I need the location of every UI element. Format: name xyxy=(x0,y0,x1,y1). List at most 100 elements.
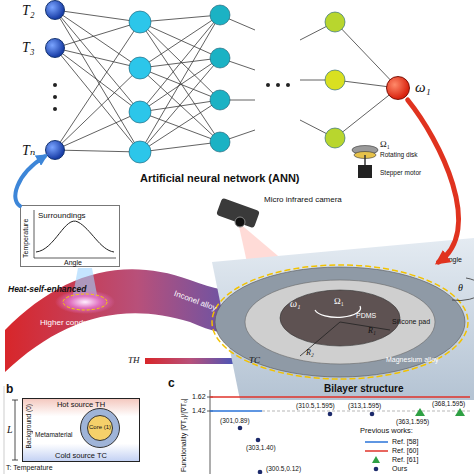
data-point xyxy=(258,470,263,474)
label-text: R₂ xyxy=(306,348,314,357)
ref61-points xyxy=(415,408,465,416)
node-text: Tₙ xyxy=(22,142,35,159)
rotation-arc xyxy=(315,306,361,317)
label-text: c xyxy=(168,376,175,390)
label-text: (301,0.89) xyxy=(220,417,250,424)
label-text: PDMS xyxy=(356,312,376,319)
label-text: ω₁ xyxy=(290,298,301,309)
data-point xyxy=(370,412,375,417)
node-text: Bilayer structure xyxy=(324,383,403,394)
disk-outline xyxy=(212,265,468,379)
neuron xyxy=(325,70,345,90)
label-text: θ xyxy=(458,282,463,293)
radius-line xyxy=(340,322,390,330)
neuron xyxy=(129,101,151,123)
node-text: Core (1) xyxy=(88,424,112,430)
label-text: TH xyxy=(128,355,140,365)
label-text: (313,1.595) xyxy=(348,402,381,409)
label-text: Ω₁ xyxy=(334,296,344,306)
label-text: (310.5,1.595) xyxy=(296,402,335,409)
temperature-bar xyxy=(145,358,245,364)
metamaterial-ring: MetamaterialCore (1) xyxy=(80,408,120,448)
bilayer-structure: Bilayer structure xyxy=(212,262,468,398)
triangle-marker xyxy=(415,408,425,416)
magnesium-base xyxy=(212,238,474,400)
legend-line-sample xyxy=(365,450,388,452)
neuron xyxy=(210,5,230,25)
ref60-line xyxy=(210,396,470,398)
guide-line xyxy=(262,411,470,412)
label-text: R₁ xyxy=(368,326,376,335)
label-text: (363,1.595) xyxy=(396,418,429,425)
neuron xyxy=(129,11,151,33)
label-text: 1.42 xyxy=(192,407,206,414)
flow-arrow xyxy=(15,156,45,206)
legend-line-sample xyxy=(365,441,388,443)
label-text: L xyxy=(7,424,13,435)
label-text: Micro infrared camera xyxy=(264,195,342,204)
input-neuron: T₃ xyxy=(45,38,65,58)
temperature-curve xyxy=(36,221,114,252)
dot xyxy=(53,107,57,111)
label-text: Higher conductivity xyxy=(40,318,108,327)
data-point xyxy=(256,438,261,443)
label-text: Artificial neural network (ANN) xyxy=(140,172,300,184)
label-text: Angle xyxy=(64,259,82,266)
background-domain: Hot source THBackground (0)Cold source T… xyxy=(22,398,140,462)
output-neuron: ω₁ xyxy=(386,76,410,100)
magnesium-disk xyxy=(215,267,465,377)
label-text: Stepper motor xyxy=(380,169,421,176)
node-text: T₃ xyxy=(22,40,35,56)
node-text: T₂ xyxy=(22,3,35,19)
triangle-marker xyxy=(455,408,465,416)
pdms-layer xyxy=(280,290,400,346)
input-neuron: Tₙ xyxy=(45,140,65,160)
inset-background xyxy=(20,205,120,267)
camera-lens xyxy=(235,217,245,227)
ref58-line xyxy=(210,410,262,412)
label-text: Rotating disk xyxy=(380,151,418,158)
y-ticks xyxy=(207,397,213,411)
heat-outline xyxy=(63,294,107,310)
length-bracket xyxy=(12,400,18,460)
neuron xyxy=(129,141,151,163)
neuron xyxy=(325,128,345,148)
surroundings-inset: Surroundings xyxy=(20,205,120,267)
flow-arrow xyxy=(408,100,459,262)
rotating-disk-icon xyxy=(352,146,378,179)
label-text: TC xyxy=(249,355,260,365)
label-text: Magnesium alloy xyxy=(386,356,439,363)
panel-rule xyxy=(4,386,5,474)
ellipsis-dots xyxy=(53,83,290,111)
label-text: (303,1.40) xyxy=(246,444,276,451)
stepper-motor xyxy=(358,165,372,178)
label-text: (368,1.595) xyxy=(432,400,465,407)
node-text: ω₁ xyxy=(415,79,431,96)
data-point xyxy=(328,412,333,417)
legend-text: Ref. [61] xyxy=(392,456,418,463)
our-points xyxy=(238,412,375,474)
ann-links xyxy=(55,10,398,152)
label-text: Previous works: xyxy=(360,426,413,435)
dot xyxy=(53,95,57,99)
hidden-neurons xyxy=(129,5,345,163)
label-text: b xyxy=(6,382,13,396)
angle-arc xyxy=(452,278,474,301)
node-text: Cold source TC xyxy=(23,451,139,460)
neuron xyxy=(210,132,230,152)
shaft xyxy=(364,155,366,165)
label-text: Heat-self-enhanced xyxy=(8,284,86,294)
legend-text: Ours xyxy=(392,465,407,472)
legend-dot-sample xyxy=(374,467,379,472)
data-point xyxy=(238,426,243,431)
input-neuron: T₂ xyxy=(45,0,65,20)
label-text: Temperature xyxy=(22,219,29,258)
label-text: Silicone pad xyxy=(392,318,430,325)
radius-line xyxy=(300,322,340,356)
node-text: Surroundings xyxy=(38,211,86,220)
neuron xyxy=(210,48,230,68)
dot xyxy=(53,83,57,87)
legend-text: Ref. [60] xyxy=(392,447,418,454)
dot xyxy=(286,83,290,87)
